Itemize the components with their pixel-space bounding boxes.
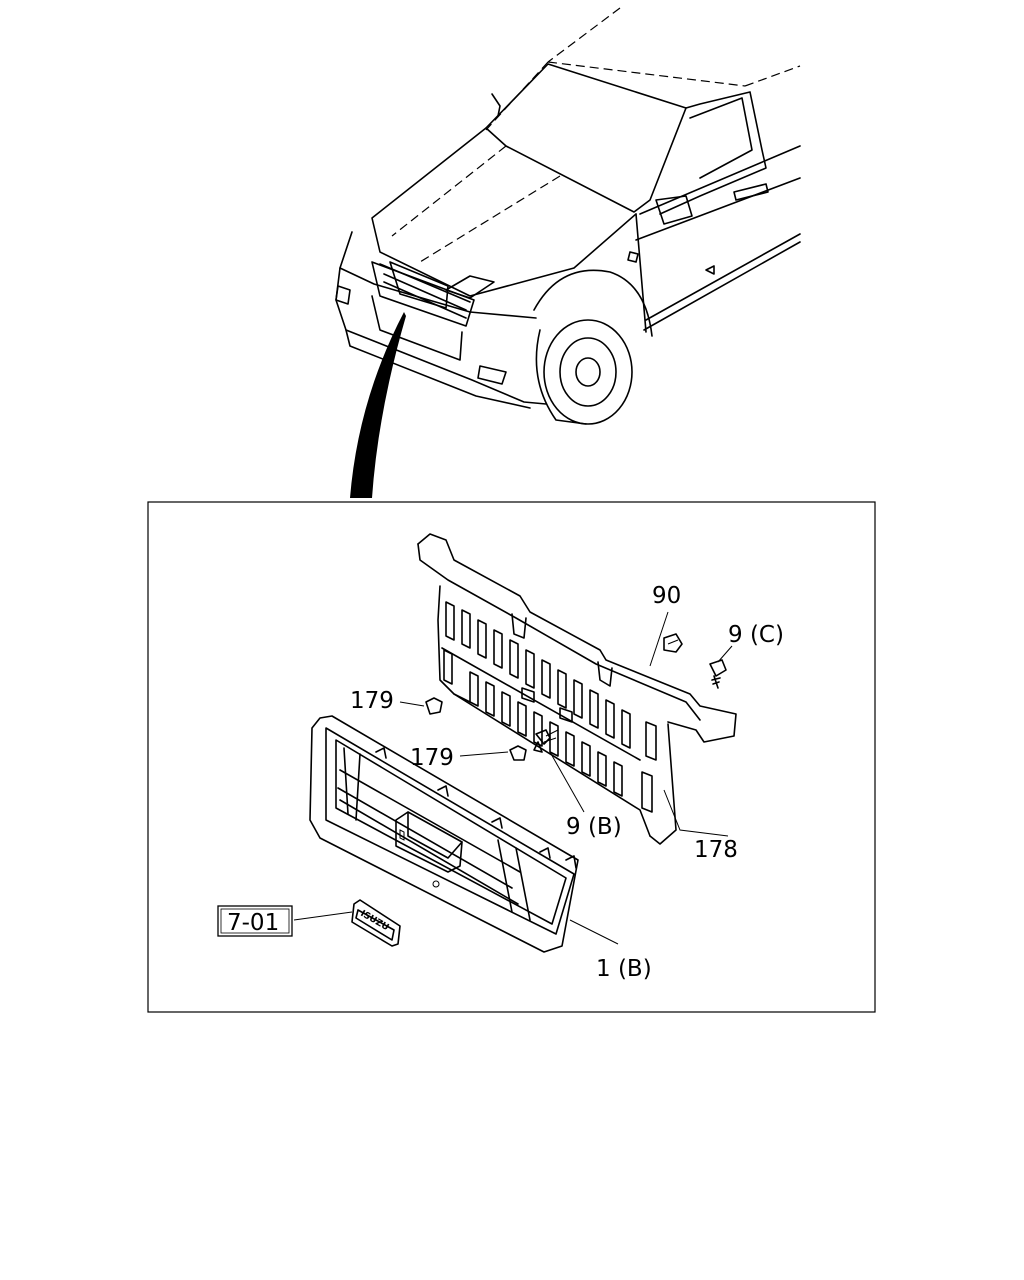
reference-box-inner — [220, 908, 290, 934]
screw-9b — [533, 729, 559, 753]
clip-179-upper — [425, 697, 443, 715]
leader-lines — [293, 611, 733, 945]
front-grille — [309, 715, 579, 953]
label-part-179-lower: 179 — [410, 745, 454, 771]
label-part-179-upper: 179 — [350, 688, 394, 714]
emblem-badge — [351, 899, 401, 947]
label-part-90: 90 — [652, 583, 681, 609]
callout-wedge — [350, 312, 406, 498]
vehicle-illustration — [335, 7, 801, 425]
label-reference-7-01: 7-01 — [227, 910, 279, 936]
detail-frame — [147, 501, 876, 1013]
label-part-9c: 9 (C) — [728, 622, 784, 648]
label-part-1b: 1 (B) — [596, 956, 652, 982]
screw-9c — [709, 659, 727, 689]
clip-179-lower — [509, 745, 527, 761]
label-part-9b: 9 (B) — [566, 814, 622, 840]
grille-backing-panel — [417, 533, 737, 845]
label-part-178: 178 — [694, 837, 738, 863]
reference-box — [217, 905, 293, 937]
clip-90 — [663, 633, 683, 653]
